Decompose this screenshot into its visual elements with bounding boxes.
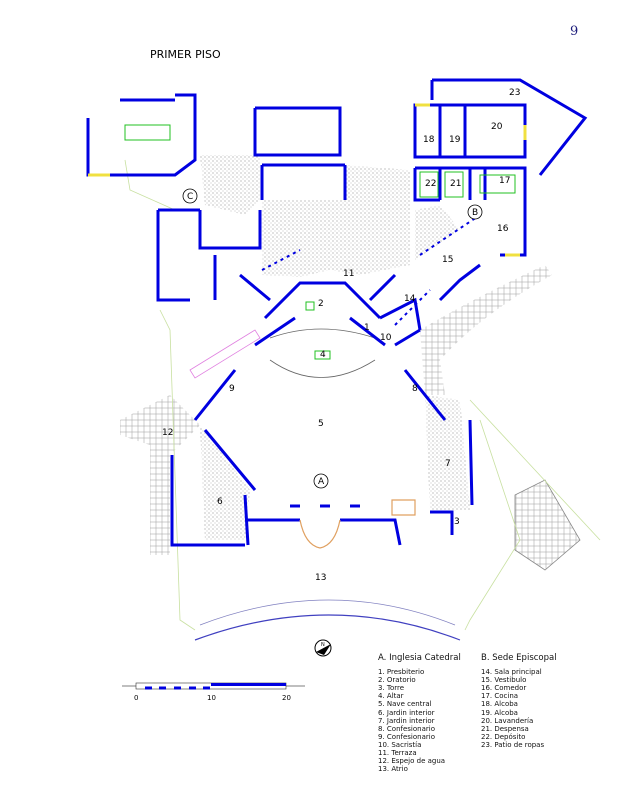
walls — [86, 78, 588, 547]
label-9: 9 — [229, 384, 235, 394]
atrium-arc — [194, 614, 461, 641]
plan-title: PRIMER PISO — [150, 48, 221, 61]
svg-text:N: N — [321, 642, 325, 648]
legend-header: A. Inglesia Catedral — [378, 653, 461, 663]
label-4: 4 — [320, 350, 326, 360]
hatched-areas — [120, 155, 581, 571]
label-14: 14 — [404, 294, 416, 304]
label-c: C — [187, 192, 193, 202]
label-19: 19 — [449, 135, 461, 145]
label-17: 17 — [499, 176, 510, 186]
label-21: 21 — [450, 179, 461, 189]
legend-item: 21. Despensa — [481, 724, 529, 733]
legend-item: 11. Terraza — [378, 749, 417, 758]
windows — [88, 103, 527, 257]
legend-item: 7. Jardin interior — [378, 716, 435, 725]
label-8: 8 — [412, 384, 418, 394]
legend-item: 9. Confesionario — [378, 732, 435, 741]
label-b: B — [472, 208, 478, 218]
label-1: 1 — [364, 323, 370, 333]
scale-bar — [122, 682, 305, 690]
legend-item: 3. Torre — [378, 684, 405, 693]
scale-tick-0: 0 — [134, 694, 139, 702]
legend-item: 19. Alcoba — [481, 708, 518, 717]
label-10: 10 — [380, 333, 392, 343]
fixtures — [124, 124, 516, 360]
label-2: 2 — [318, 299, 324, 309]
label-15: 15 — [442, 255, 453, 265]
legend-item: 15. Vestibulo — [481, 676, 527, 685]
legend-item: 22. Depósito — [481, 732, 526, 741]
legend-item: 14. Sala principal — [481, 668, 542, 677]
label-13: 13 — [315, 573, 326, 583]
label-22: 22 — [425, 179, 436, 189]
legend-header: B. Sede Episcopal — [481, 653, 557, 663]
legend-episcopal: B. Sede Episcopal 14. Sala principal 15.… — [481, 654, 557, 749]
legend-item: 8. Confesionario — [378, 724, 435, 733]
label-16: 16 — [497, 224, 509, 234]
label-20: 20 — [491, 122, 503, 132]
scale-tick-20: 20 — [282, 694, 291, 702]
legend-cathedral: A. Inglesia Catedral 1. Presbiterio 2. O… — [378, 653, 461, 774]
legend-item: 23. Patio de ropas — [481, 740, 545, 749]
legend-item: 6. Jardin interior — [378, 708, 435, 717]
legend-item: 18. Alcoba — [481, 700, 518, 709]
page-number: 9 — [570, 24, 579, 39]
dashed-walls — [261, 214, 481, 326]
reflecting-pool — [120, 395, 200, 555]
legend-item: 5. Nave central — [378, 700, 432, 709]
legend-item: 1. Presbiterio — [378, 668, 425, 677]
room-labels: 1 2 3 4 5 6 7 8 9 10 11 12 13 14 15 16 1… — [162, 88, 520, 583]
label-5: 5 — [318, 419, 324, 429]
site-lines — [124, 159, 601, 631]
legend-item: 13. Atrio — [378, 765, 408, 774]
label-7: 7 — [445, 459, 451, 469]
label-12: 12 — [162, 428, 173, 438]
legend-item: 20. Lavandería — [481, 716, 534, 725]
legend-item: 16. Comedor — [481, 684, 527, 693]
label-6: 6 — [217, 497, 223, 507]
legend-item: 10. Sacristía — [378, 740, 422, 749]
legend-item: 12. Espejo de agua — [378, 757, 446, 766]
label-23: 23 — [509, 88, 520, 98]
entrance-doors — [299, 499, 416, 549]
label-a: A — [318, 477, 325, 487]
legend-item: 4. Altar — [378, 692, 404, 701]
label-3: 3 — [454, 517, 460, 527]
scale-tick-10: 10 — [207, 694, 216, 702]
legend-item: 17. Cocina — [481, 692, 519, 701]
label-18: 18 — [423, 135, 435, 145]
label-11: 11 — [343, 269, 354, 279]
north-arrow-icon: N — [314, 639, 332, 657]
legend-item: 2. Oratorio — [378, 676, 416, 685]
